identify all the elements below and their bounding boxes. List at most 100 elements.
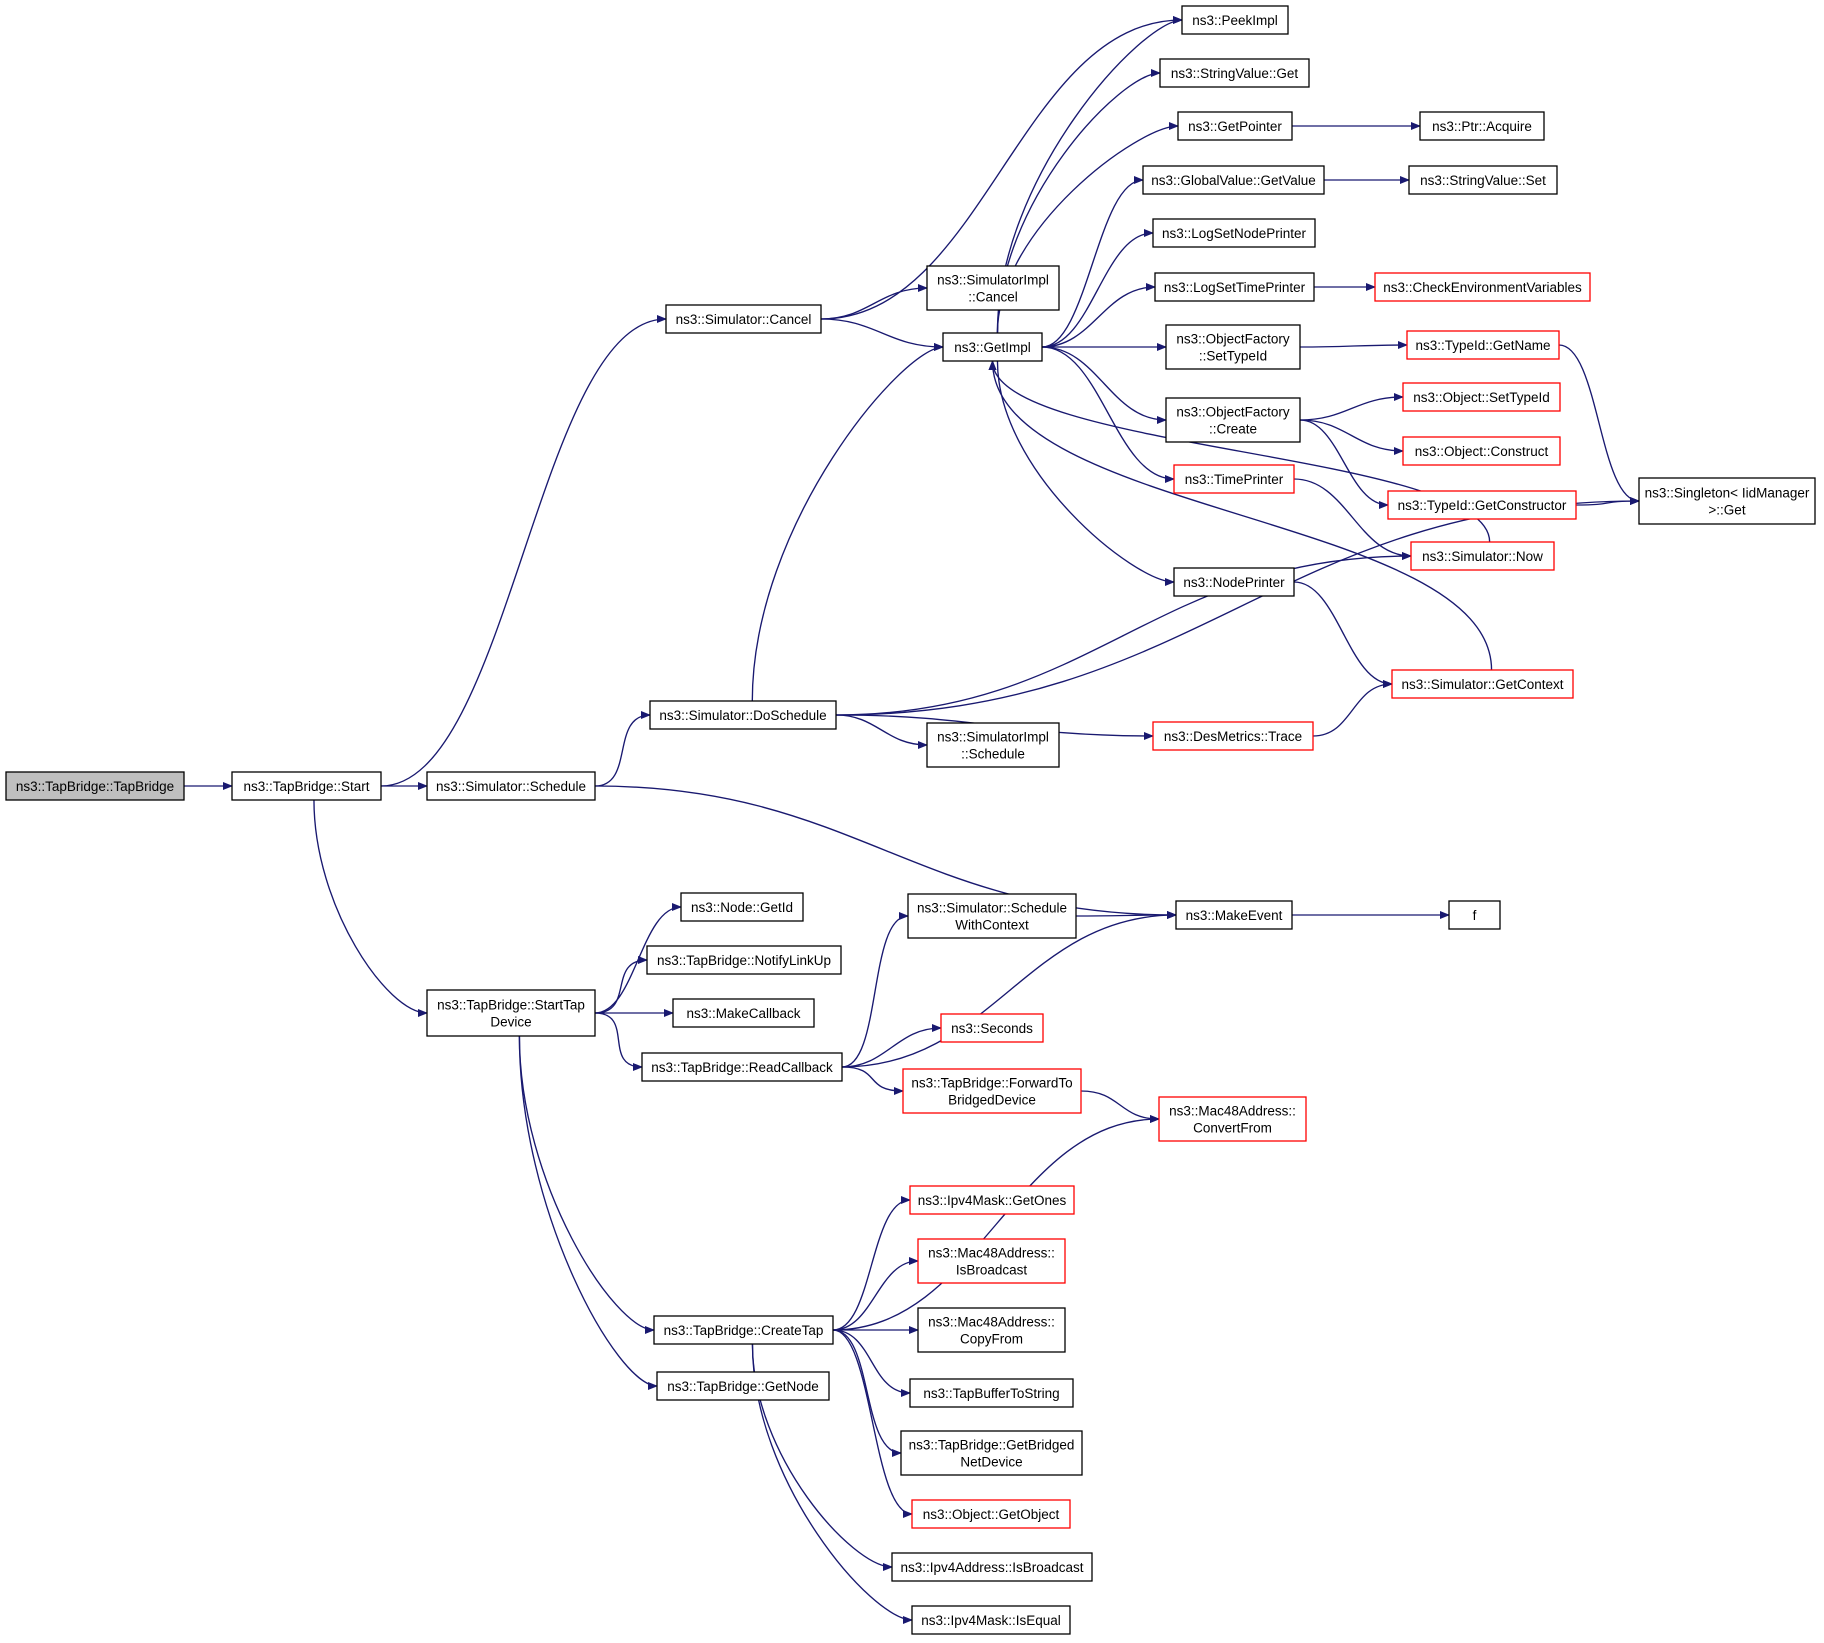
node-timeprinter[interactable]: ns3::TimePrinter [1173,464,1295,494]
node-getpointer[interactable]: ns3::GetPointer [1177,111,1293,141]
node-label: ns3::TapBridge::ForwardTo [911,1076,1072,1091]
node-box [1152,218,1316,248]
node-tb-getnode[interactable]: ns3::TapBridge::GetNode [656,1371,830,1401]
node-label: ns3::TapBridge::Start [243,779,369,794]
node-label: ConvertFrom [1193,1121,1272,1136]
node-sim-schedule[interactable]: ns3::Simulator::Schedule [426,771,596,801]
node-ptr-acquire[interactable]: ns3::Ptr::Acquire [1419,111,1545,141]
node-box [1408,165,1558,195]
edge-tb-createtap-to-tb-getbridgednetdevice [832,1329,902,1457]
node-tb-start[interactable]: ns3::TapBridge::Start [231,771,382,801]
node-mac48-isbroadcast[interactable]: ns3::Mac48Address::IsBroadcast [917,1238,1066,1284]
node-sim-now[interactable]: ns3::Simulator::Now [1410,541,1555,571]
node-sim-cancel[interactable]: ns3::Simulator::Cancel [665,304,822,334]
node-tb-notifylinkup[interactable]: ns3::TapBridge::NotifyLinkUp [646,945,842,975]
node-box [1154,272,1315,302]
edge-sim-schedule-to-sim-doschedule [594,711,651,787]
node-sim-getcontext[interactable]: ns3::Simulator::GetContext [1391,669,1574,699]
node-globalvalue-getvalue[interactable]: ns3::GlobalValue::GetValue [1142,165,1325,195]
node-label: ns3::Ipv4Address::IsBroadcast [900,1560,1083,1575]
node-label: ns3::Ptr::Acquire [1432,119,1532,134]
node-label: ns3::CheckEnvironmentVariables [1383,280,1582,295]
edge-sim-doschedule-to-getimpl [751,343,944,702]
node-f[interactable]: f [1448,900,1501,930]
edge-of-create-to-object-settypeid [1299,393,1404,421]
node-makecallback[interactable]: ns3::MakeCallback [672,998,815,1028]
edge-sim-cancel-to-simimpl-cancel [820,284,928,320]
node-getimpl[interactable]: ns3::GetImpl [942,332,1043,362]
node-label: ::Schedule [961,747,1025,762]
node-box [665,304,822,334]
node-object-settypeid[interactable]: ns3::Object::SetTypeId [1402,382,1561,412]
node-label: ns3::MakeCallback [686,1006,800,1021]
node-ipv4addr-isbroadcast[interactable]: ns3::Ipv4Address::IsBroadcast [891,1552,1093,1582]
node-stringvalue-get[interactable]: ns3::StringValue::Get [1159,58,1310,88]
node-box [911,1605,1071,1635]
edge-tb-readcallback-to-sim-schedulewithcontext [841,912,909,1068]
node-peekimpl[interactable]: ns3::PeekImpl [1181,5,1289,35]
edge-getimpl-to-logsettimeprinter [1041,283,1156,348]
node-label: CopyFrom [960,1332,1023,1347]
node-box [902,1068,1082,1114]
edge-tb-createtap-to-mac48-convertfrom [832,1115,1160,1331]
node-box [907,893,1077,939]
node-label: ns3::Seconds [951,1021,1033,1036]
edge-getimpl-to-timeprinter [1041,346,1175,483]
node-label: ns3::Mac48Address:: [928,1246,1055,1261]
edge-tb-starttapdevice-to-tb-notifylinkup [594,956,648,1014]
node-mac48-copyfrom[interactable]: ns3::Mac48Address::CopyFrom [917,1307,1066,1353]
node-stringvalue-set[interactable]: ns3::StringValue::Set [1408,165,1558,195]
node-label: ::Create [1209,422,1257,437]
node-typeid-getname[interactable]: ns3::TypeId::GetName [1406,330,1560,360]
node-simimpl-cancel[interactable]: ns3::SimulatorImpl::Cancel [926,265,1060,311]
node-sim-doschedule[interactable]: ns3::Simulator::DoSchedule [649,700,837,730]
node-of-create[interactable]: ns3::ObjectFactory::Create [1165,397,1301,443]
edge-desmetrics-trace-to-sim-getcontext [1312,680,1393,737]
node-tapbridge-ctor[interactable]: ns3::TapBridge::TapBridge [5,771,185,801]
node-label: ns3::Simulator::Schedule [436,779,586,794]
node-desmetrics-trace[interactable]: ns3::DesMetrics::Trace [1152,721,1314,751]
node-object-construct[interactable]: ns3::Object::Construct [1402,436,1561,466]
node-tb-createtap[interactable]: ns3::TapBridge::CreateTap [653,1315,834,1345]
node-mac48-convertfrom[interactable]: ns3::Mac48Address::ConvertFrom [1158,1096,1307,1142]
node-box [426,771,596,801]
node-box [1173,567,1295,597]
edge-tb-createtap-to-mac48-isbroadcast [832,1257,919,1331]
node-label: ns3::Ipv4Mask::GetOnes [918,1193,1067,1208]
node-label: f [1473,908,1477,923]
node-box [1391,669,1574,699]
node-node-getid[interactable]: ns3::Node::GetId [680,892,804,922]
node-box [1374,272,1591,302]
node-makeevent[interactable]: ns3::MakeEvent [1175,900,1293,930]
node-logsetnodeprinter[interactable]: ns3::LogSetNodePrinter [1152,218,1316,248]
edge-sim-schedulewithcontext-to-makeevent [1075,911,1177,920]
node-label: ns3::TapBridge::CreateTap [664,1323,824,1338]
node-object-getobject[interactable]: ns3::Object::GetObject [911,1499,1071,1529]
node-box [900,1430,1083,1476]
node-nodeprinter[interactable]: ns3::NodePrinter [1173,567,1295,597]
node-singleton-get[interactable]: ns3::Singleton< IidManager>::Get [1638,477,1816,525]
node-logsettimeprinter[interactable]: ns3::LogSetTimePrinter [1154,272,1315,302]
node-label: ns3::TimePrinter [1185,472,1284,487]
node-label: ns3::SimulatorImpl [937,730,1049,745]
node-simimpl-schedule[interactable]: ns3::SimulatorImpl::Schedule [926,722,1060,768]
node-checkenv[interactable]: ns3::CheckEnvironmentVariables [1374,272,1591,302]
node-label: ns3::Object::SetTypeId [1413,390,1550,405]
node-tapbuffertostring[interactable]: ns3::TapBufferToString [909,1378,1074,1408]
edge-sim-cancel-to-peekimpl [820,16,1183,320]
node-seconds[interactable]: ns3::Seconds [940,1013,1044,1043]
node-tb-readcallback[interactable]: ns3::TapBridge::ReadCallback [641,1052,843,1082]
node-label: ns3::PeekImpl [1192,13,1278,28]
node-ipv4mask-isequal[interactable]: ns3::Ipv4Mask::IsEqual [911,1605,1071,1635]
node-ipv4mask-getones[interactable]: ns3::Ipv4Mask::GetOnes [909,1185,1075,1215]
node-typeid-getconstructor[interactable]: ns3::TypeId::GetConstructor [1387,490,1577,520]
node-of-settypeid[interactable]: ns3::ObjectFactory::SetTypeId [1165,324,1301,370]
node-box [909,1378,1074,1408]
node-label: ::Cancel [968,290,1018,305]
node-box [1448,900,1501,930]
edge-tb-starttapdevice-to-tb-readcallback [594,1012,643,1071]
